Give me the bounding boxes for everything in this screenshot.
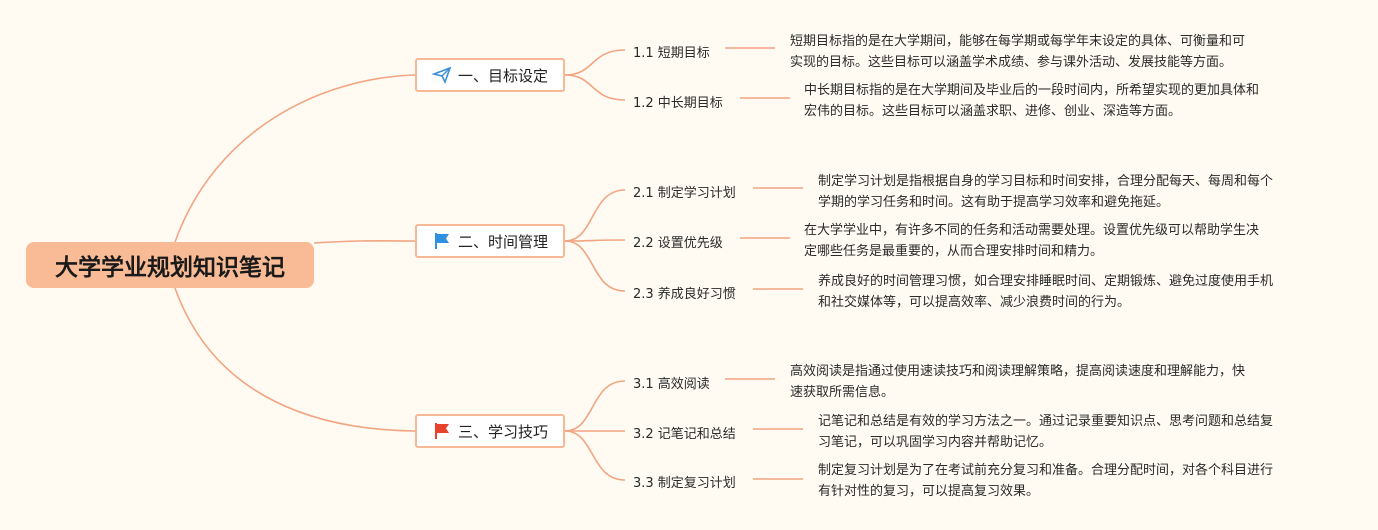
note-efficient-reading: 高效阅读是指通过使用速读技巧和阅读理解策略，提高阅读速度和理解能力，快 速获取所… [790, 361, 1290, 403]
connector-root-branch3 [174, 287, 416, 432]
subtopic-mid-long-term-goals[interactable]: 1.2 中长期目标 [633, 96, 723, 111]
paper-plane-icon [431, 65, 452, 85]
note-line: 有针对性的复习，可以提高复习效果。 [818, 484, 1040, 499]
note-study-plan: 制定学习计划是指根据自身的学习目标和时间安排，合理分配每天、每周和每个 学期的学… [818, 171, 1318, 213]
subtopic-priorities[interactable]: 2.2 设置优先级 [633, 236, 723, 251]
note-line: 在大学学业中，有许多不同的任务和活动需要处理。设置优先级可以帮助学生决 [804, 223, 1260, 238]
root-title: 大学学业规划知识笔记 [55, 255, 285, 281]
branch-label: 二、时间管理 [457, 232, 548, 251]
note-line: 实现的目标。这些目标可以涵盖学术成绩、参与课外活动、发展技能等方面。 [790, 55, 1233, 70]
note-line: 高效阅读是指通过使用速读技巧和阅读理解策略，提高阅读速度和理解能力，快 [790, 364, 1246, 379]
connector-root-branch1 [174, 74, 416, 243]
note-line: 养成良好的时间管理习惯，如合理安排睡眠时间、定期锻炼、避免过度使用手机 [818, 274, 1274, 289]
subtopic-efficient-reading[interactable]: 3.1 高效阅读 [633, 377, 710, 392]
note-priorities: 在大学学业中，有许多不同的任务和活动需要处理。设置优先级可以帮助学生决 定哪些任… [804, 220, 1304, 262]
note-line: 记笔记和总结是有效的学习方法之一。通过记录重要知识点、思考问题和总结复 [818, 414, 1274, 429]
subtopic-study-plan[interactable]: 2.1 制定学习计划 [633, 186, 736, 201]
connector-root-branch2 [313, 240, 416, 244]
subtopic-short-term-goals[interactable]: 1.1 短期目标 [633, 46, 710, 61]
note-short-term-goals: 短期目标指的是在大学期间，能够在每学期或每学年末设定的具体、可衡量和可 实现的目… [790, 31, 1290, 73]
blue-flag-icon [432, 231, 452, 251]
subtopic-good-habits[interactable]: 2.3 养成良好习惯 [633, 287, 736, 302]
connector-branch2-sub2 [564, 239, 626, 242]
note-notes-summary: 记笔记和总结是有效的学习方法之一。通过记录重要知识点、思考问题和总结复 习笔记，… [818, 411, 1318, 453]
note-line: 习笔记，可以巩固学习内容并帮助记忆。 [818, 435, 1053, 450]
note-line: 定哪些任务是最重要的，从而合理安排时间和精力。 [804, 244, 1104, 259]
red-flag-icon [432, 421, 452, 441]
note-mid-long-term-goals: 中长期目标指的是在大学期间及毕业后的一段时间内，所希望实现的更加具体和 宏伟的目… [804, 80, 1304, 122]
branch-goal-setting[interactable]: 一、目标设定 [415, 58, 565, 92]
connector-branch2-sub1 [564, 189, 626, 242]
subtopic-review-plan[interactable]: 3.3 制定复习计划 [633, 476, 736, 491]
note-line: 短期目标指的是在大学期间，能够在每学期或每学年末设定的具体、可衡量和可 [790, 34, 1246, 49]
note-good-habits: 养成良好的时间管理习惯，如合理安排睡眠时间、定期锻炼、避免过度使用手机 和社交媒… [818, 271, 1318, 313]
note-line: 宏伟的目标。这些目标可以涵盖求职、进修、创业、深造等方面。 [804, 104, 1182, 119]
note-line: 和社交媒体等，可以提高效率、减少浪费时间的行为。 [818, 295, 1131, 310]
branch-study-skills[interactable]: 三、学习技巧 [415, 414, 565, 448]
note-review-plan: 制定复习计划是为了在考试前充分复习和准备。合理分配时间，对各个科目进行 有针对性… [818, 460, 1318, 502]
branch-time-management[interactable]: 二、时间管理 [415, 224, 565, 258]
branch-label: 一、目标设定 [457, 66, 548, 85]
connector-branch3-sub1 [564, 380, 626, 432]
note-line: 制定学习计划是指根据自身的学习目标和时间安排，合理分配每天、每周和每个 [818, 174, 1274, 189]
connector-branch2-sub3 [564, 240, 626, 292]
note-line: 速获取所需信息。 [790, 385, 895, 400]
connector-branch3-sub3 [564, 430, 626, 481]
note-line: 学期的学习任务和时间。这有助于提高学习效率和避免拖延。 [818, 195, 1170, 210]
note-line: 制定复习计划是为了在考试前充分复习和准备。合理分配时间，对各个科目进行 [818, 463, 1274, 478]
note-line: 中长期目标指的是在大学期间及毕业后的一段时间内，所希望实现的更加具体和 [804, 83, 1260, 98]
connector-branch1-sub1 [564, 49, 626, 76]
branch-label: 三、学习技巧 [457, 422, 548, 441]
subtopic-notes-summary[interactable]: 3.2 记笔记和总结 [633, 427, 736, 442]
root-topic[interactable]: 大学学业规划知识笔记 [26, 242, 314, 288]
connector-branch1-sub2 [564, 74, 626, 101]
